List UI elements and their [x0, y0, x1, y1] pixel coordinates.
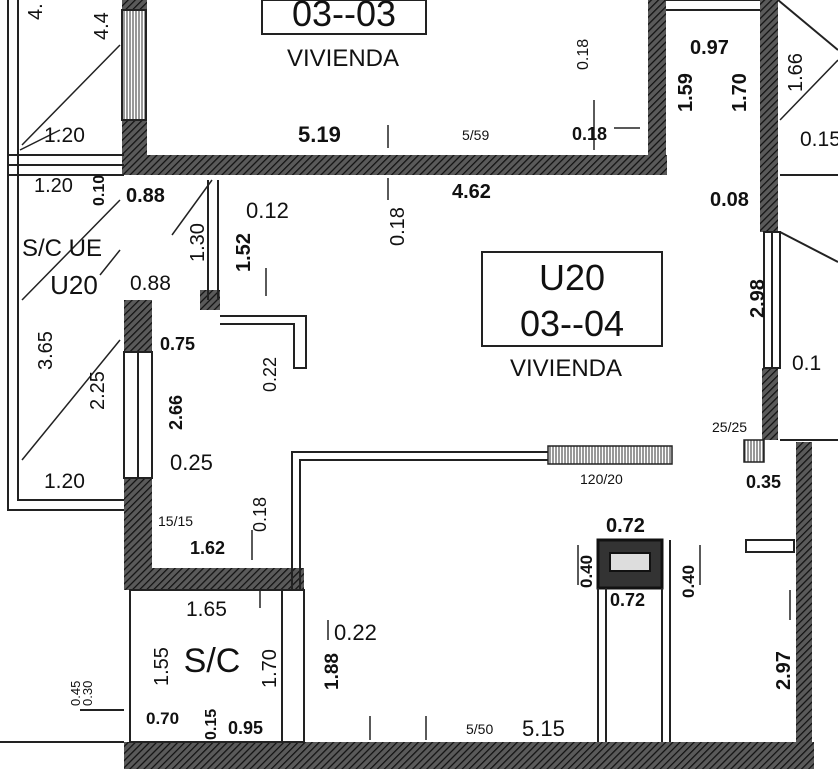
dim-120-20: 120/20: [580, 471, 623, 487]
dim-0-15-b: 0.15: [203, 709, 220, 740]
dim-0-70: 0.70: [146, 709, 179, 728]
unit-03-04-box: [481, 251, 663, 347]
dim-2-66: 2.66: [166, 395, 186, 430]
sc-ue-unit: U20: [50, 270, 98, 300]
sc-ue-label: S/C UE: [22, 235, 102, 262]
dim-0-25: 0.25: [170, 450, 213, 475]
dim-0-40-b: 0.40: [679, 565, 698, 598]
dim-15-15: 15/15: [158, 513, 193, 529]
dim-5-19: 5.19: [298, 122, 341, 147]
sc-label: S/C: [184, 642, 241, 680]
dim-2-25: 2.25: [87, 371, 109, 410]
dim-4-62: 4.62: [452, 181, 491, 203]
dim-1-88: 1.88: [322, 653, 343, 690]
wall-left-mid: [124, 300, 152, 352]
walls: [122, 0, 814, 769]
dim-1-59: 1.59: [675, 73, 697, 112]
dim-0-35: 0.35: [746, 472, 781, 492]
dim-0-95: 0.95: [228, 718, 263, 738]
unit-03-03-type: VIVIENDA: [287, 45, 399, 72]
dim-1-70-b: 1.70: [259, 649, 281, 688]
unit-03-04-type: VIVIENDA: [510, 355, 622, 382]
diagonals: [19, 44, 838, 461]
dim-5-59: 5/59: [462, 127, 489, 143]
dim-1-70-a: 1.70: [729, 73, 751, 112]
wall-right-mid-lower: [762, 368, 778, 440]
tick-marks: [251, 100, 791, 740]
wall-top-horizontal: [122, 155, 667, 175]
lintel-120-20: [547, 445, 673, 465]
dim-0-18-a: 0.18: [572, 124, 607, 144]
dim-0-08: 0.08: [710, 189, 749, 211]
duct-inner: [609, 552, 651, 572]
unit-03-03-box: [261, 0, 427, 35]
dim-2-97: 2.97: [773, 651, 795, 690]
dim-4-top: 4.: [25, 3, 47, 20]
dim-1-65: 1.65: [186, 598, 227, 621]
dim-0-72-b: 0.72: [610, 590, 645, 610]
dim-5-50: 5/50: [466, 721, 493, 737]
wall-column-small: [200, 290, 220, 310]
dim-0-10: 0.10: [91, 175, 108, 206]
unit-03-04-code: 03--04: [520, 303, 624, 344]
dimension-labels: 4. 4.4 1.20 5.19 5/59 0.18 0.18 0.97 1.5…: [25, 3, 838, 741]
dim-1-20-c: 1.20: [44, 470, 85, 493]
dim-0-15-r: 0.15: [800, 128, 838, 151]
unit-03-03-code: 03--03: [292, 0, 396, 34]
dim-0-30: 0.30: [80, 681, 95, 706]
wall-right-upper: [648, 0, 666, 175]
dim-0-18-d: 0.18: [250, 497, 270, 532]
dim-0-72-a: 0.72: [606, 515, 645, 537]
lintel-25-25: [743, 439, 765, 463]
dim-1-20-b: 1.20: [34, 175, 73, 197]
wall-right-mid: [760, 0, 778, 232]
dim-1-30: 1.30: [187, 223, 209, 262]
dim-0-18-b: 0.18: [575, 39, 592, 70]
dim-3-65: 3.65: [35, 331, 57, 370]
dim-0-22-a: 0.22: [260, 357, 280, 392]
dim-4-4: 4.4: [91, 12, 113, 40]
dim-0-88-b: 0.88: [130, 272, 171, 295]
dim-0-18-c: 0.18: [387, 207, 409, 246]
dim-5-15: 5.15: [522, 716, 565, 741]
dim-0-12: 0.12: [246, 198, 289, 223]
dim-2-98: 2.98: [747, 279, 769, 318]
dim-0-75: 0.75: [160, 334, 195, 354]
wall-sc-right: [281, 589, 305, 743]
dim-1-20-a: 1.20: [44, 124, 85, 147]
wall-sc-top: [124, 568, 304, 590]
wall-bottom: [124, 742, 814, 769]
dim-0-88-a: 0.88: [126, 185, 165, 207]
dim-1-66: 1.66: [785, 53, 807, 92]
partitions: [0, 0, 838, 743]
dim-0-45: 0.45: [68, 681, 83, 706]
dim-0-1-r: 0.1: [792, 352, 821, 375]
wall-right-lower: [796, 442, 812, 769]
dim-1-55: 1.55: [151, 647, 173, 686]
dim-1-62: 1.62: [190, 538, 225, 558]
dim-25-25: 25/25: [712, 419, 747, 435]
dim-0-22-b: 0.22: [334, 620, 377, 645]
unit-03-04-name: U20: [539, 257, 605, 298]
dim-0-97: 0.97: [690, 37, 729, 59]
wall-bottom-right-corner: [780, 742, 814, 769]
dim-1-52: 1.52: [233, 233, 255, 272]
dim-0-40-a: 0.40: [577, 555, 596, 588]
